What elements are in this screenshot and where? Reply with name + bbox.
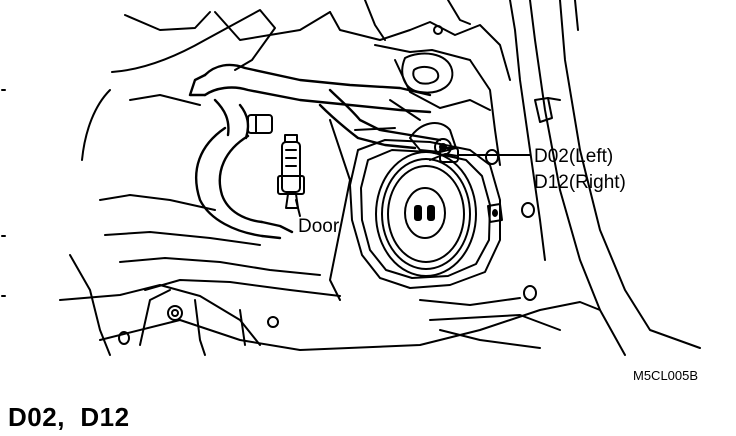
speaker: [349, 122, 501, 289]
access-hole: [401, 52, 454, 94]
wiring-harness: [188, 63, 442, 240]
door-panel: [59, 0, 701, 356]
door-latch: [534, 97, 561, 123]
edge-marks: [1, 89, 6, 297]
speaker-connector: [439, 147, 531, 163]
diagram-caption: D02, D12: [8, 402, 130, 432]
speaker-dust-cap: [404, 187, 446, 239]
mounting-screws: [118, 25, 537, 345]
door-connector: [277, 134, 305, 209]
d12-right-label: D12(Right): [534, 172, 626, 193]
speaker-bracket: [349, 139, 501, 289]
harness-clip: [247, 114, 273, 134]
figure-code: M5CL005B: [633, 368, 699, 383]
d02-left-label: D02(Left): [534, 146, 614, 167]
door-leader-line: [295, 199, 301, 217]
door-label: Door: [298, 216, 340, 237]
speaker-cone-outer: [375, 151, 477, 277]
